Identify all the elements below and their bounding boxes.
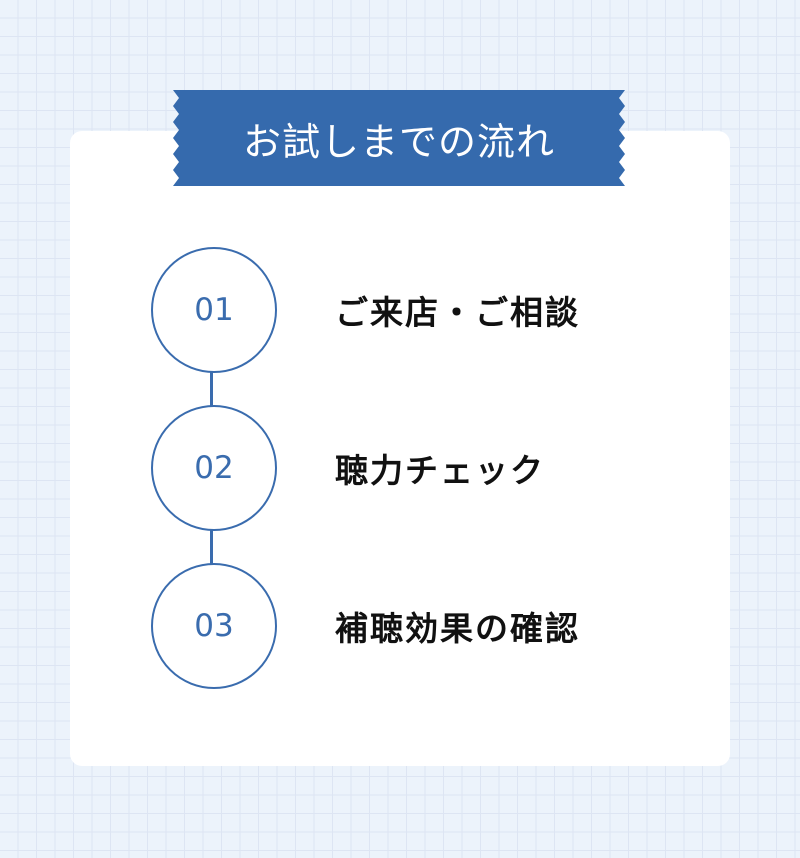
step-number-badge: 02 — [151, 405, 277, 531]
page-title: お試しまでの流れ — [242, 119, 555, 164]
title-ribbon: お試しまでの流れ — [173, 90, 625, 186]
step-item-1: 01 ご来店・ご相談 — [0, 247, 800, 373]
step-number-badge: 03 — [151, 563, 277, 689]
step-number-badge: 01 — [151, 247, 277, 373]
step-item-2: 02 聴力チェック — [0, 405, 800, 531]
step-label: ご来店・ご相談 — [335, 293, 580, 332]
step-label: 聴力チェック — [335, 451, 545, 490]
step-connector — [210, 372, 213, 406]
step-item-3: 03 補聴効果の確認 — [0, 563, 800, 689]
step-label: 補聴効果の確認 — [335, 609, 580, 648]
ribbon-shape — [173, 90, 625, 186]
step-connector — [210, 530, 213, 564]
